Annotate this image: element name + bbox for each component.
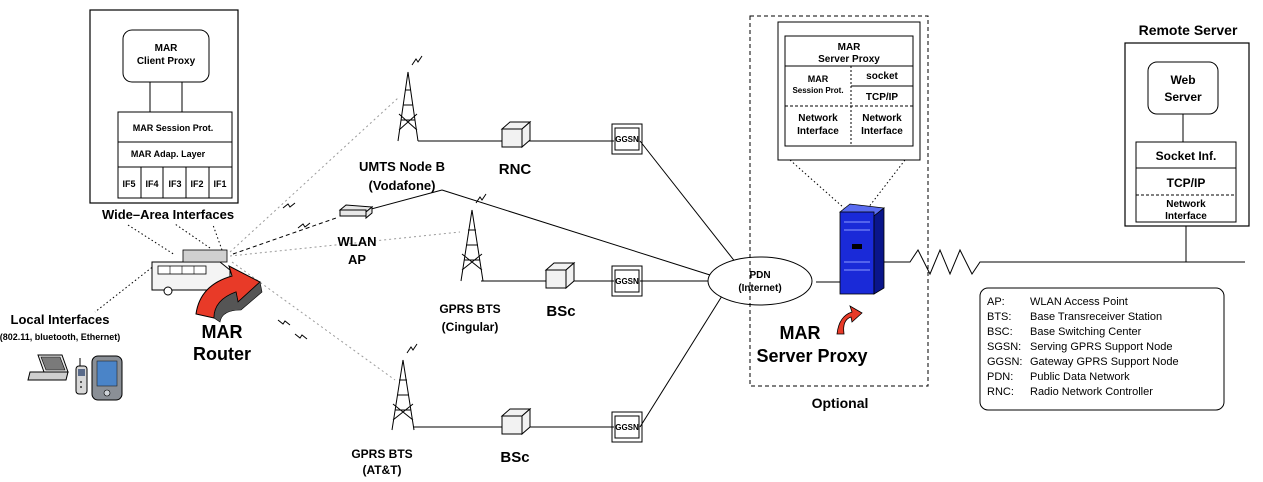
- pdn-label-1: PDN: [749, 270, 770, 281]
- legend: AP: WLAN Access Point BTS: Base Transrec…: [979, 287, 1225, 411]
- client-proxy-label-1: MAR: [155, 43, 179, 54]
- wlan-link: [232, 217, 337, 255]
- remote-tcpip-label: TCP/IP: [1167, 176, 1206, 190]
- legend-abbr-bsc: BSC:: [987, 326, 1013, 338]
- pdn-ellipse: [707, 256, 813, 306]
- legend-abbr-sgsn: SGSN:: [987, 341, 1021, 353]
- remote-server-title: Remote Server: [1139, 22, 1238, 38]
- ggsn-label-1: GGSN: [615, 135, 639, 144]
- legend-abbr-bts: BTS:: [987, 311, 1011, 323]
- ggsn-box-2: GGSN: [611, 265, 643, 297]
- if3-label: IF3: [168, 179, 181, 189]
- remote-netif-label-1: Network: [1166, 199, 1206, 210]
- remote-server: Remote Server Web Server Socket Inf. TCP…: [1124, 22, 1250, 227]
- umts-label-1: UMTS Node B: [359, 159, 445, 174]
- wlan-ap-device: [338, 204, 374, 220]
- if5-label: IF5: [122, 179, 135, 189]
- mar-client-stack: MAR Client Proxy MAR Session Prot. MAR A…: [89, 9, 239, 222]
- wlan-label-1: WLAN: [338, 234, 377, 249]
- server-netif-left-2: Interface: [797, 126, 839, 137]
- ggsn-label-2: GGSN: [615, 277, 639, 286]
- legend-desc-ggsn: Gateway GPRS Support Node: [1030, 356, 1179, 368]
- bsc-att-label: BSc: [500, 449, 529, 466]
- client-proxy-label-2: Client Proxy: [137, 56, 196, 67]
- wide-area-interfaces-label: Wide–Area Interfaces: [102, 207, 234, 222]
- legend-desc-bts: Base Transreceiver Station: [1030, 311, 1162, 323]
- local-interfaces-detail: (802.11, bluetooth, Ethernet): [0, 332, 120, 342]
- optional-region: [749, 15, 929, 387]
- legend-abbr-ap: AP:: [987, 296, 1005, 308]
- bsc-cingular-label: BSc: [546, 303, 575, 320]
- server-socket-label: socket: [866, 71, 898, 82]
- legend-desc-ap: WLAN Access Point: [1030, 296, 1128, 308]
- ggsn-label-3: GGSN: [615, 423, 639, 432]
- lightning-bolts: [277, 202, 311, 340]
- dotted-links: [94, 223, 223, 313]
- server-proxy-stack: MAR Server Proxy MAR Session Prot. socke…: [777, 21, 921, 161]
- laptop-icon: [27, 354, 69, 381]
- session-prot-label: MAR Session Prot.: [133, 123, 214, 133]
- server-session-label-2: Session Prot.: [792, 86, 843, 95]
- local-interfaces-title: Local Interfaces: [11, 312, 110, 327]
- remote-netif-label-2: Interface: [1165, 211, 1207, 222]
- gprs-cingular-label-2: (Cingular): [442, 320, 499, 334]
- server-proxy-caption-2: Server Proxy: [756, 346, 867, 366]
- socket-inf-label: Socket Inf.: [1156, 149, 1217, 163]
- legend-box: [979, 287, 1225, 411]
- if4-label: IF4: [145, 179, 158, 189]
- bsc-att-cube: [500, 407, 532, 436]
- web-server-box: [1147, 61, 1219, 115]
- server-netif-left-1: Network: [798, 113, 838, 124]
- server-proxy-title-2: Server Proxy: [818, 54, 880, 65]
- legend-desc-rnc: Radio Network Controller: [1030, 386, 1153, 398]
- remote-stack-box: [1135, 141, 1237, 223]
- tower-gprs-cingular: [460, 193, 487, 282]
- optional-label: Optional: [812, 395, 869, 411]
- backbone-lines: [359, 140, 1245, 428]
- adap-layer-label: MAR Adap. Layer: [131, 149, 206, 159]
- tower-gprs-att: [391, 343, 418, 431]
- server-tower: [839, 203, 885, 295]
- legend-abbr-pdn: PDN:: [987, 371, 1013, 383]
- legend-abbr-rnc: RNC:: [987, 386, 1014, 398]
- gprs-att-label-1: GPRS BTS: [351, 447, 412, 461]
- client-protocol-box: [117, 111, 233, 199]
- client-proxy-box: [122, 29, 210, 83]
- server-tcpip-label: TCP/IP: [866, 92, 899, 103]
- server-proxy-title-1: MAR: [838, 42, 862, 53]
- router-label-2: Router: [193, 344, 251, 364]
- server-netif-right-2: Interface: [861, 126, 903, 137]
- rnc-cube: [500, 120, 532, 149]
- legend-desc-pdn: Public Data Network: [1030, 371, 1130, 383]
- server-zoom-lines: [789, 159, 906, 209]
- bsc-cingular-cube: [544, 261, 576, 290]
- rnc-label: RNC: [499, 161, 532, 178]
- umts-label-2: (Vodafone): [369, 178, 436, 193]
- legend-desc-bsc: Base Switching Center: [1030, 326, 1142, 338]
- gprs-cingular-label-1: GPRS BTS: [439, 302, 500, 316]
- web-server-label-1: Web: [1170, 73, 1195, 87]
- tower-umts: [397, 55, 423, 142]
- pda-icon: [91, 355, 123, 401]
- gprs-att-label-2: (AT&T): [362, 463, 401, 477]
- pdn-label-2: (Internet): [738, 283, 781, 294]
- router-arrow: [195, 265, 263, 323]
- server-netif-right-1: Network: [862, 113, 902, 124]
- server-proxy-caption-1: MAR: [780, 323, 821, 343]
- server-session-label-1: MAR: [808, 74, 829, 84]
- web-server-label-2: Server: [1164, 90, 1202, 104]
- phone-icon: [75, 358, 88, 395]
- ggsn-box-1: GGSN: [611, 123, 643, 155]
- server-proxy-box: [784, 35, 914, 147]
- ggsn-box-3: GGSN: [611, 411, 643, 443]
- if1-label: IF1: [213, 179, 226, 189]
- server-arrow: [836, 305, 863, 335]
- if2-label: IF2: [190, 179, 203, 189]
- wlan-label-2: AP: [348, 252, 366, 267]
- legend-desc-sgsn: Serving GPRS Support Node: [1030, 341, 1172, 353]
- legend-abbr-ggsn: GGSN:: [987, 356, 1022, 368]
- wireless-links: [229, 97, 461, 381]
- router-label-1: MAR: [202, 322, 243, 342]
